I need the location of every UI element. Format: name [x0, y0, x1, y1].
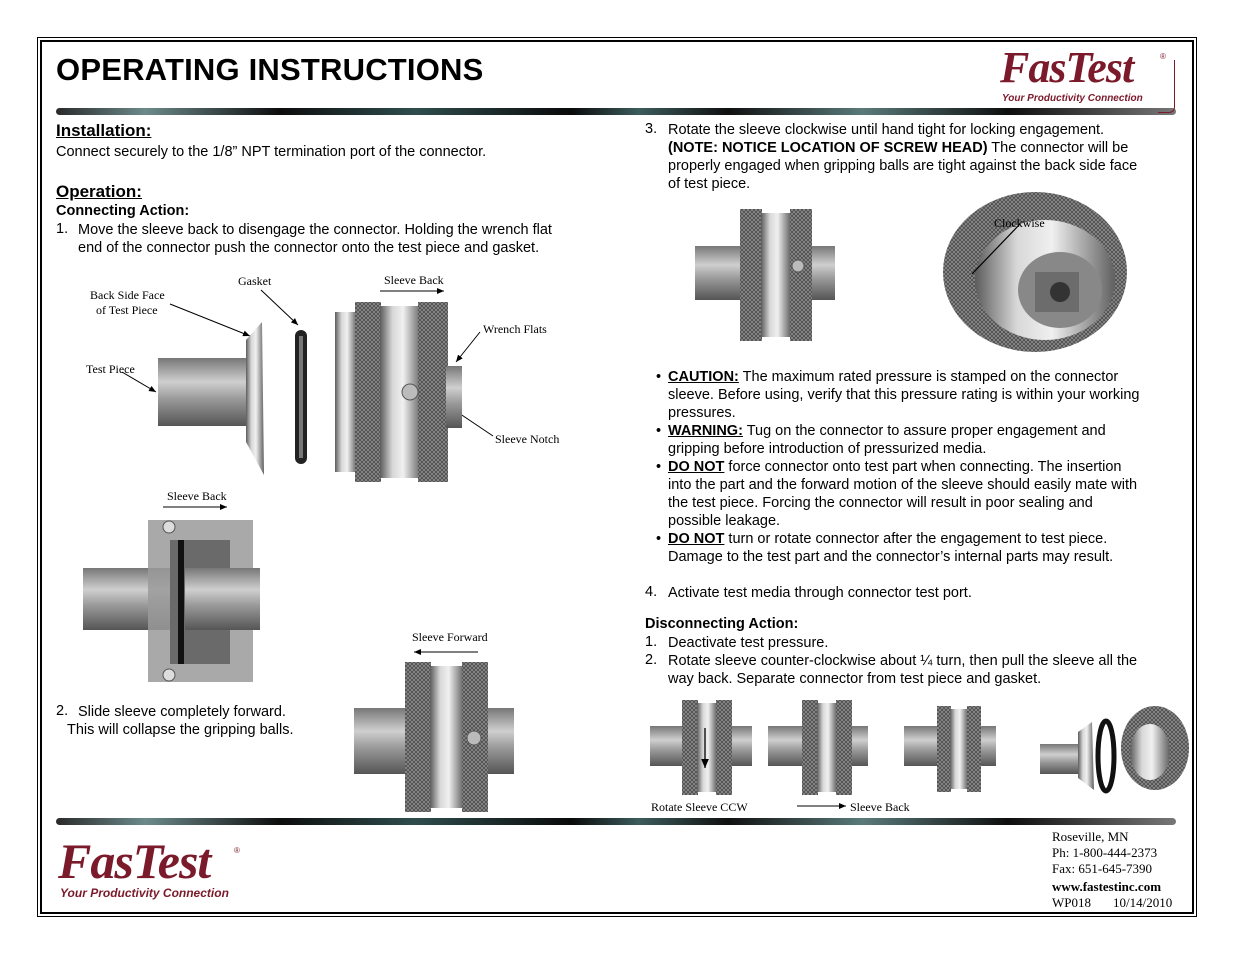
footer-logo-wordmark: FasTest — [58, 833, 211, 889]
connecting-action-heading: Connecting Action: — [56, 203, 190, 219]
do-not-label-2: DO NOT — [668, 531, 725, 547]
installation-text: Connect securely to the 1/8” NPT termina… — [56, 144, 487, 160]
warning-label: WARNING: — [668, 423, 743, 439]
logo-registered-mark: ® — [1160, 52, 1166, 61]
bullet-do-not-force: • DO NOT force connector onto test part … — [656, 459, 1138, 529]
label-sleeve-notch: Sleeve Notch — [495, 432, 560, 446]
footer-divider — [56, 818, 1176, 825]
label-wrench-flats: Wrench Flats — [483, 322, 547, 336]
bullet-caution: • CAUTION: The maximum rated pressure is… — [656, 369, 1140, 421]
footer-logo-registered-mark: ® — [234, 846, 240, 855]
step2-line1: Slide sleeve completely forward. — [78, 704, 286, 720]
page-border-inner — [40, 40, 1194, 914]
header-divider — [56, 108, 1176, 115]
footer-doc-id: WP018 — [1052, 895, 1091, 910]
disconnect-step1: Deactivate test pressure. — [668, 635, 829, 651]
caution-label: CAUTION: — [668, 369, 739, 385]
footer-logo-tagline: Your Productivity Connection — [60, 886, 229, 900]
step3-line3: properly engaged when gripping balls are… — [668, 158, 1138, 174]
bullet-warning: • WARNING: Tug on the connector to assur… — [656, 423, 1106, 457]
label-sleeve-back-2: Sleeve Back — [167, 489, 227, 503]
divider-right-accent — [1158, 60, 1175, 113]
disconnect-step1-number: 1. — [645, 634, 658, 650]
label-clockwise: Clockwise — [994, 216, 1045, 230]
step3-line2: (NOTE: NOTICE LOCATION OF SCREW HEAD) Th… — [668, 139, 1128, 157]
step4-text: Activate test media through connector te… — [668, 585, 972, 601]
footer-phone: Ph: 1-800-444-2373 — [1052, 845, 1158, 860]
step3-line4: of test piece. — [668, 176, 751, 192]
label-rotate-sleeve-ccw: Rotate Sleeve CCW — [651, 800, 748, 814]
step3-number: 3. — [645, 121, 658, 137]
footer-contact: Roseville, MN Ph: 1-800-444-2373 Fax: 65… — [1052, 829, 1172, 911]
step1-number: 1. — [56, 221, 69, 237]
installation-heading: Installation: — [56, 121, 152, 140]
footer-fax: Fax: 651-645-7390 — [1052, 861, 1153, 876]
logo-tagline: Your Productivity Connection — [1002, 93, 1143, 104]
footer-logo: FasTest ® Your Productivity Connection — [56, 833, 246, 904]
disconnect-step2-number: 2. — [645, 652, 658, 668]
disconnect-step2-line1: Rotate sleeve counter-clockwise about ¼ … — [668, 653, 1138, 669]
label-sleeve-back-3: Sleeve Back — [850, 800, 910, 814]
footer-doc-info: WP018 10/14/2010 — [1052, 895, 1172, 911]
page-border-outer — [37, 37, 1197, 917]
step1-line2: end of the connector push the connector … — [78, 240, 540, 256]
step3-note: (NOTE: NOTICE LOCATION OF SCREW HEAD) — [668, 140, 988, 156]
step2-line2: This will collapse the gripping balls. — [67, 722, 294, 738]
step2-number: 2. — [56, 703, 69, 719]
label-sleeve-back: Sleeve Back — [384, 273, 444, 287]
footer-city: Roseville, MN — [1052, 829, 1129, 844]
page-title: OPERATING INSTRUCTIONS — [56, 52, 484, 87]
step4-number: 4. — [645, 584, 658, 600]
footer-website[interactable]: www.fastestinc.com — [1052, 879, 1162, 894]
do-not-label-1: DO NOT — [668, 459, 725, 475]
step1-line1: Move the sleeve back to disengage the co… — [78, 222, 552, 238]
label-back-side-face-1: Back Side Face — [90, 288, 165, 302]
header-logo: FasTest ® Your Productivity Connection — [998, 42, 1173, 106]
disconnect-step2-line2: way back. Separate connector from test p… — [668, 671, 1042, 687]
step3-line1: Rotate the sleeve clockwise until hand t… — [668, 122, 1105, 138]
step3-line2-rest: The connector will be — [987, 140, 1129, 156]
operation-heading: Operation: — [56, 182, 142, 201]
label-gasket: Gasket — [238, 274, 272, 288]
logo-wordmark: FasTest — [1000, 43, 1134, 92]
bullet-do-not-rotate: • DO NOT turn or rotate connector after … — [656, 531, 1114, 565]
disconnecting-heading: Disconnecting Action: — [645, 616, 799, 632]
footer-date: 10/14/2010 — [1113, 895, 1173, 910]
label-back-side-face-2: of Test Piece — [96, 303, 158, 317]
label-sleeve-forward: Sleeve Forward — [412, 630, 488, 644]
